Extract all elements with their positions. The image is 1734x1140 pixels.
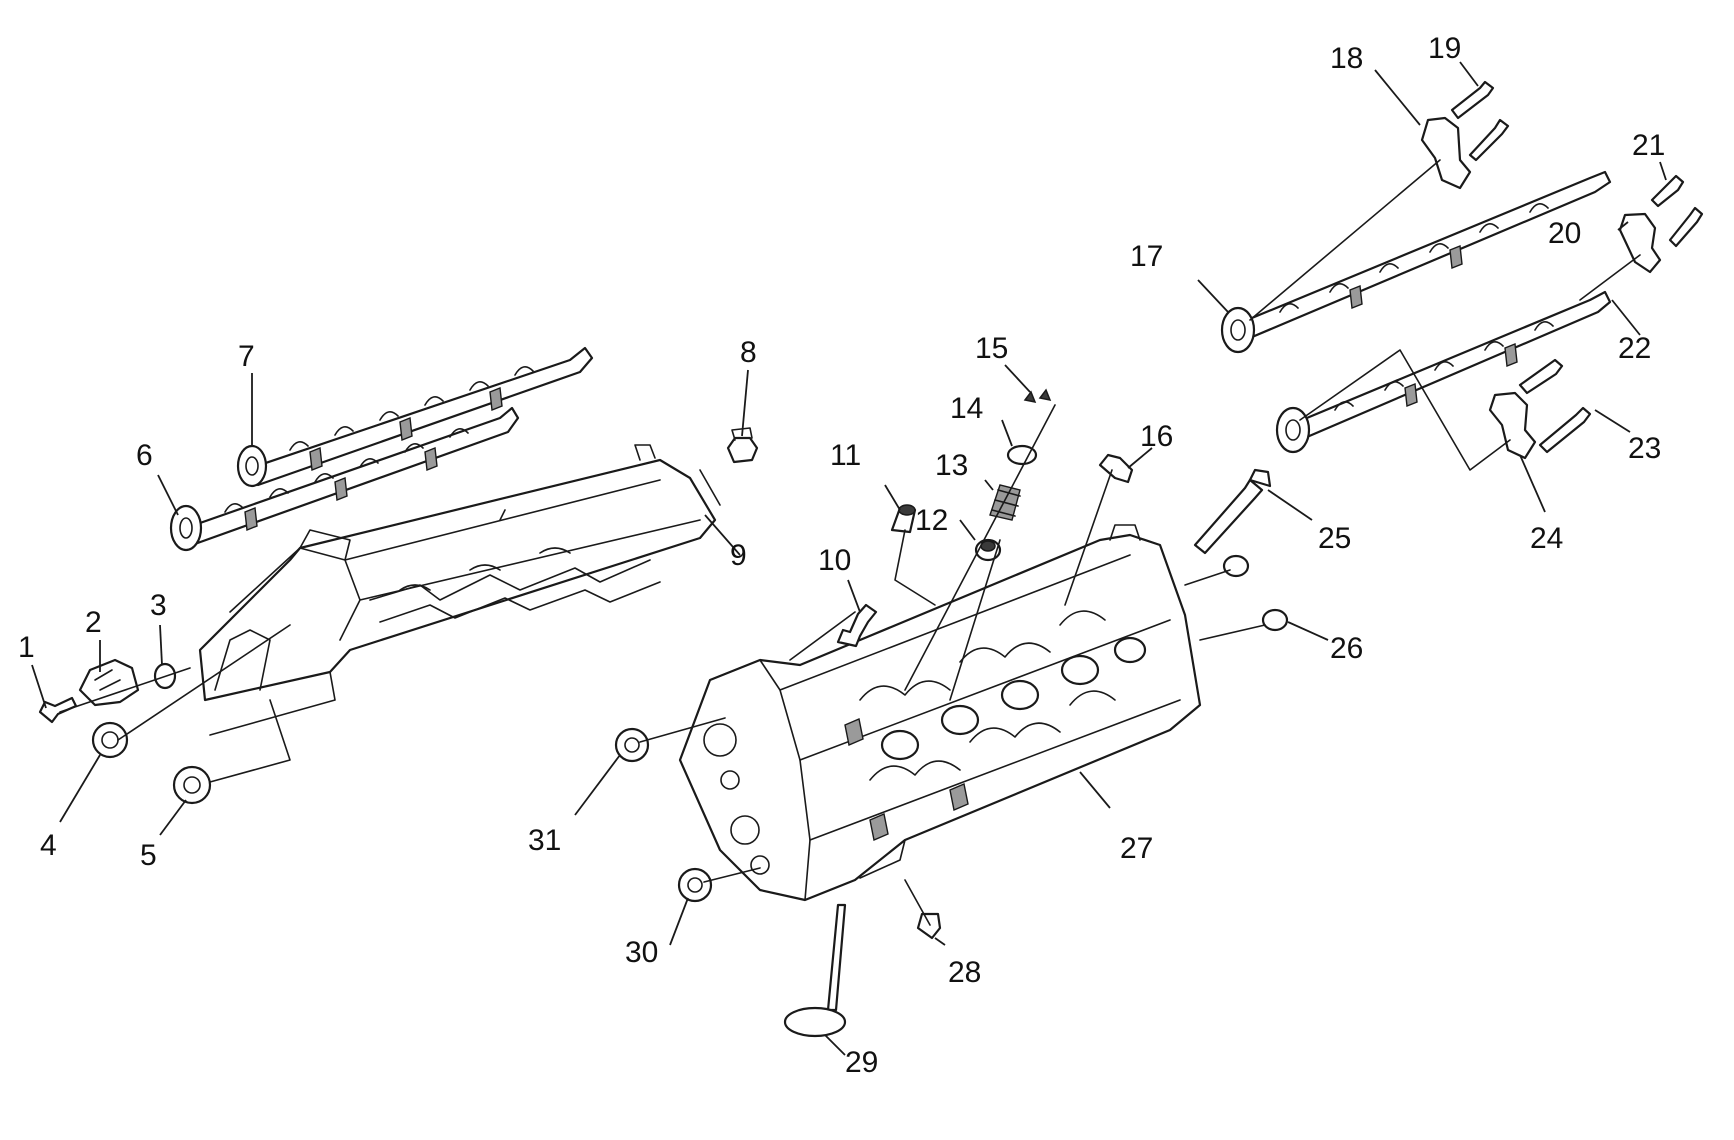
callout-11: 11 (830, 439, 861, 472)
plug-part-28 (916, 912, 942, 940)
bolt-part-19 (1450, 80, 1510, 162)
plug-part-26 (1222, 554, 1289, 632)
camshaft-housing-part-9 (198, 444, 717, 736)
callout-8: 8 (740, 336, 757, 369)
callout-16: 16 (1140, 420, 1173, 453)
callout-7: 7 (238, 340, 255, 373)
plug-part-4 (91, 721, 129, 759)
callout-29: 29 (845, 1046, 878, 1079)
callout-26: 26 (1330, 632, 1363, 665)
callout-19: 19 (1428, 32, 1461, 65)
retainer-part-14 (1006, 444, 1038, 466)
sensor-part-8 (726, 427, 759, 464)
keepers-part-15 (1023, 388, 1052, 404)
callout-22: 22 (1618, 332, 1651, 365)
callout-21: 21 (1632, 129, 1665, 162)
camshaft-part-17 (1220, 170, 1612, 354)
callout-24: 24 (1530, 522, 1563, 555)
callout-27: 27 (1120, 832, 1153, 865)
callout-13: 13 (935, 449, 968, 482)
camshaft-part-6 (169, 406, 520, 552)
assembly-lines (59, 159, 1641, 926)
bearing-cap-part-20 (1618, 212, 1662, 274)
callout-9: 9 (730, 539, 747, 572)
plug-part-5 (172, 765, 212, 805)
seal-part-31 (614, 727, 650, 763)
callout-2: 2 (85, 606, 102, 639)
callout-28: 28 (948, 956, 981, 989)
callout-6: 6 (136, 439, 153, 472)
bolt-part-21 (1650, 174, 1704, 248)
callout-31: 31 (528, 824, 561, 857)
valve-part-29 (783, 903, 847, 1038)
callout-23: 23 (1628, 432, 1661, 465)
cylinder-head-part-27 (678, 524, 1202, 902)
callout-labels: 1 2 3 4 5 6 7 8 9 10 11 12 13 14 15 16 1… (18, 32, 1665, 1079)
callout-4: 4 (40, 829, 57, 862)
cover-part-2 (78, 658, 140, 707)
callout-18: 18 (1330, 42, 1363, 75)
callout-10: 10 (818, 544, 851, 577)
bolt-part-23 (1518, 358, 1592, 454)
callout-1: 1 (18, 631, 35, 664)
callout-15: 15 (975, 332, 1008, 365)
callout-25: 25 (1318, 522, 1351, 555)
lifter-part-11 (890, 504, 917, 534)
seal-part-30 (677, 867, 713, 903)
bearing-cap-part-24 (1488, 391, 1537, 460)
callout-12: 12 (915, 504, 948, 537)
callout-20: 20 (1548, 217, 1581, 250)
rocker-part-16 (1098, 453, 1134, 484)
camshaft-part-7 (236, 346, 594, 488)
callout-14: 14 (950, 392, 983, 425)
leader-lines (31, 61, 1667, 1056)
spring-part-13 (989, 484, 1021, 521)
callout-17: 17 (1130, 240, 1163, 273)
bolt-part-1 (38, 696, 78, 724)
bolt-part-10 (836, 603, 878, 648)
callout-30: 30 (625, 936, 658, 969)
callout-3: 3 (150, 589, 167, 622)
head-bolt-part-25 (1193, 468, 1272, 555)
bearing-cap-part-18 (1420, 116, 1472, 190)
callout-5: 5 (140, 839, 157, 872)
